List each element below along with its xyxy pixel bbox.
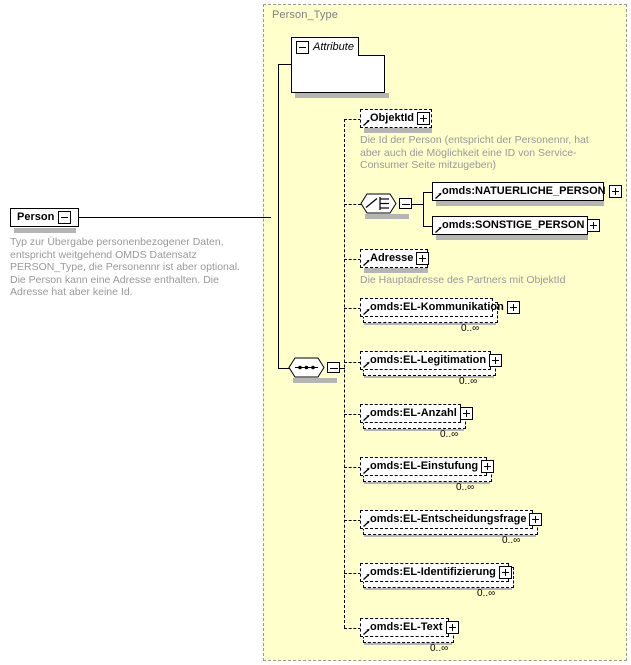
choice-compositor[interactable] xyxy=(360,193,404,215)
element-sonstige-person-label: omds:SONSTIGE_PERSON xyxy=(442,219,585,231)
el-kommunikation-expand-icon[interactable] xyxy=(506,301,520,314)
adresse-shadow xyxy=(364,268,428,273)
el-identifizierung-cardinality: 0..∞ xyxy=(477,588,496,599)
choice-compositor-shadow xyxy=(365,214,409,219)
element-person[interactable]: Person xyxy=(10,208,80,227)
connector-el-kommunikation xyxy=(344,308,361,309)
el-anzahl-cardinality: 0..∞ xyxy=(440,429,459,440)
element-el-identifizierung-label: omds:EL-Identifizierung xyxy=(370,566,496,578)
element-adresse-label: Adresse xyxy=(370,252,414,264)
objektid-shadow xyxy=(364,128,432,133)
adresse-expand-icon[interactable] xyxy=(416,252,430,265)
el-anzahl-expand-icon[interactable] xyxy=(459,407,473,420)
type-container-person-type xyxy=(263,4,627,661)
attribute-collapse-icon[interactable] xyxy=(296,40,309,54)
connector-to-attribute xyxy=(278,64,292,65)
element-person-label: Person xyxy=(17,211,55,223)
element-objektid[interactable]: ObjektId xyxy=(360,109,432,128)
connector-person-trunk xyxy=(72,217,271,218)
element-el-legitimation[interactable]: omds:EL-Legitimation xyxy=(360,351,503,370)
attribute-group-shadow xyxy=(295,93,389,98)
natuerliche-person-expand-icon[interactable] xyxy=(608,185,622,198)
element-el-entscheidungsfrage-label: omds:EL-Entscheidungsfrage xyxy=(370,513,527,525)
sonstige-person-expand-icon[interactable] xyxy=(587,219,601,232)
connector-choice-branch-1 xyxy=(423,192,432,193)
connector-choice-branch-2 xyxy=(423,226,432,227)
connector-sequence-trunk xyxy=(344,119,345,628)
element-el-identifizierung[interactable]: omds:EL-Identifizierung xyxy=(360,563,512,582)
element-el-anzahl[interactable]: omds:EL-Anzahl xyxy=(360,404,473,423)
connector-adresse xyxy=(344,259,361,260)
type-container-label: Person_Type xyxy=(272,9,338,21)
attribute-group-tab[interactable]: Attribute xyxy=(291,37,359,56)
sonstige-person-shadow xyxy=(436,235,588,240)
el-text-cardinality: 0..∞ xyxy=(430,643,449,654)
el-legitimation-cardinality: 0..∞ xyxy=(459,376,478,387)
connector-sequence-stub xyxy=(340,368,345,369)
el-identifizierung-expand-icon[interactable] xyxy=(498,566,512,579)
element-adresse-annotation: Die Hauptadresse des Partners mit Objekt… xyxy=(360,274,566,286)
choice-expander-icon[interactable] xyxy=(399,198,412,209)
connector-el-entscheidungsfrage xyxy=(344,520,361,521)
connector-choice xyxy=(344,204,361,205)
el-einstufung-cardinality: 0..∞ xyxy=(456,482,475,493)
sequence-compositor-shadow xyxy=(293,378,337,383)
element-natuerliche-person-label: omds:NATUERLICHE_PERSON xyxy=(442,185,606,197)
connector-el-text xyxy=(344,628,361,629)
el-kommunikation-cardinality: 0..∞ xyxy=(461,323,480,334)
el-entscheidungsfrage-expand-icon[interactable] xyxy=(529,513,543,526)
connector-el-identifizierung xyxy=(344,573,361,574)
person-box-shadow xyxy=(14,228,76,233)
connector-el-einstufung xyxy=(344,467,361,468)
el-entscheidungsfrage-cardinality: 0..∞ xyxy=(502,535,521,546)
attribute-group-label: Attribute xyxy=(313,40,354,53)
element-el-anzahl-label: omds:EL-Anzahl xyxy=(370,407,457,419)
element-objektid-label: ObjektId xyxy=(370,112,415,124)
el-text-expand-icon[interactable] xyxy=(445,621,459,634)
attribute-group-body xyxy=(291,55,385,93)
element-el-text-label: omds:EL-Text xyxy=(370,621,443,633)
sequence-compositor[interactable] xyxy=(288,357,332,379)
connector-el-anzahl xyxy=(344,414,361,415)
element-person-annotation: Typ zur Übergabe personenbezogener Daten… xyxy=(10,236,240,299)
natuerliche-person-shadow xyxy=(436,201,604,206)
element-el-text[interactable]: omds:EL-Text xyxy=(360,618,459,637)
sequence-expander-icon[interactable] xyxy=(327,362,340,373)
connector-to-sequence xyxy=(278,368,290,369)
objektid-expand-icon[interactable] xyxy=(417,112,431,125)
element-objektid-annotation: Die Id der Person (entspricht der Person… xyxy=(360,134,589,172)
element-el-kommunikation[interactable]: omds:EL-Kommunikation xyxy=(360,298,520,317)
element-el-einstufung-label: omds:EL-Einstufung xyxy=(370,460,479,472)
element-el-einstufung[interactable]: omds:EL-Einstufung xyxy=(360,457,495,476)
el-legitimation-expand-icon[interactable] xyxy=(489,354,503,367)
connector-choice-branch-vertical xyxy=(423,192,424,226)
element-natuerliche-person[interactable]: omds:NATUERLICHE_PERSON xyxy=(432,182,622,201)
connector-el-legitimation xyxy=(344,362,361,363)
element-adresse[interactable]: Adresse xyxy=(360,249,430,268)
connector-choice-stub xyxy=(412,204,423,205)
connector-main-vertical xyxy=(278,64,279,218)
person-collapse-icon[interactable] xyxy=(58,211,72,224)
element-el-entscheidungsfrage[interactable]: omds:EL-Entscheidungsfrage xyxy=(360,510,543,529)
element-el-legitimation-label: omds:EL-Legitimation xyxy=(370,354,487,366)
el-einstufung-expand-icon[interactable] xyxy=(481,460,495,473)
connector-objektid xyxy=(344,119,361,120)
element-sonstige-person[interactable]: omds:SONSTIGE_PERSON xyxy=(432,216,601,235)
element-el-kommunikation-label: omds:EL-Kommunikation xyxy=(370,301,504,313)
connector-main-vertical-lower xyxy=(278,217,279,368)
